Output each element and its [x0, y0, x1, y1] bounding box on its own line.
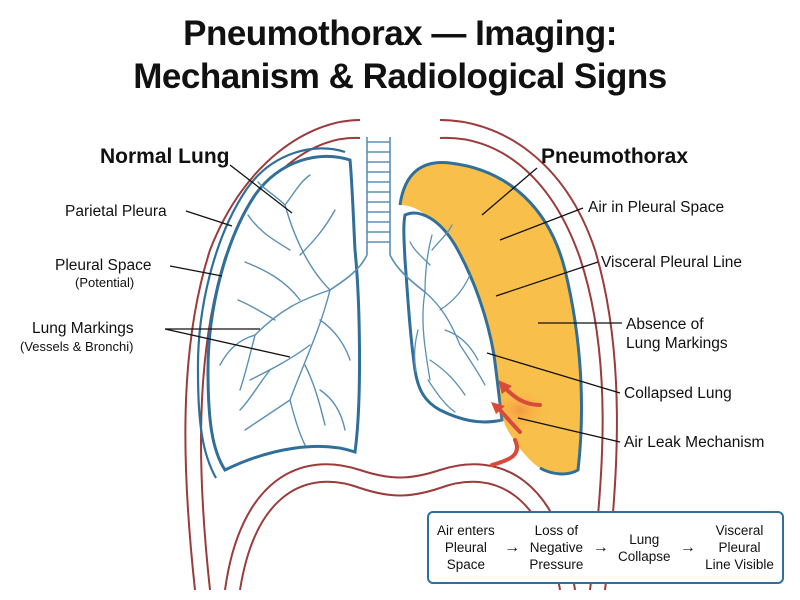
leak-arrow-lower	[490, 438, 519, 467]
label-pleural-space: Pleural Space	[55, 257, 152, 274]
flow-step-4: Visceral Pleural Line Visible	[705, 523, 774, 572]
left-parietal-pleura	[196, 147, 346, 479]
label-air-in-pleural-space: Air in Pleural Space	[588, 199, 724, 216]
title-line-1: Pneumothorax — Imaging:	[183, 14, 617, 53]
left-lung-markings	[219, 174, 351, 446]
trachea	[329, 137, 426, 293]
flow-arrow-2: →	[592, 538, 609, 556]
leak-arrow-upper	[503, 386, 542, 407]
chest-wall-outer-outline	[184, 119, 618, 591]
right-lung-markings	[409, 224, 486, 413]
air-leak-glow	[490, 388, 550, 432]
flow-step-1: Air enters Pleural Space	[437, 523, 495, 572]
label-absence-line-1: Absence of	[626, 316, 704, 333]
normal-lung-header: Normal Lung	[100, 145, 230, 168]
label-lung-markings-note: (Vessels & Bronchi)	[20, 339, 133, 354]
title-line-2: Mechanism & Radiological Signs	[133, 57, 667, 96]
flow-step-3: Lung Collapse	[618, 531, 671, 564]
label-visceral-pleural-line: Visceral Pleural Line	[601, 254, 742, 271]
parietal-pleura-right	[398, 161, 584, 476]
flow-step-2: Loss of Negative Pressure	[529, 523, 584, 572]
label-leader-lines	[164, 164, 622, 443]
leak-arrow-head-1	[498, 380, 512, 394]
diagram-title: Pneumothorax — Imaging: Mechanism & Radi…	[0, 12, 800, 98]
pneumothorax-header: Pneumothorax	[541, 145, 688, 168]
label-collapsed-lung: Collapsed Lung	[624, 385, 732, 402]
label-lung-markings: Lung Markings	[32, 320, 134, 337]
flow-arrow-3: →	[679, 538, 696, 556]
label-absence-line-2: Lung Markings	[626, 335, 728, 352]
diaphragm-inner-outline	[239, 480, 561, 591]
label-air-leak: Air Leak Mechanism	[624, 434, 764, 451]
label-pleural-space-note: (Potential)	[75, 275, 134, 290]
diaphragm-outline	[224, 463, 576, 591]
mechanism-flow-box: Air enters Pleural Space → Loss of Negat…	[427, 511, 784, 584]
flow-arrow-1: →	[504, 538, 521, 556]
label-parietal-pleura: Parietal Pleura	[65, 203, 167, 220]
leak-arrow-head-2	[491, 402, 505, 414]
